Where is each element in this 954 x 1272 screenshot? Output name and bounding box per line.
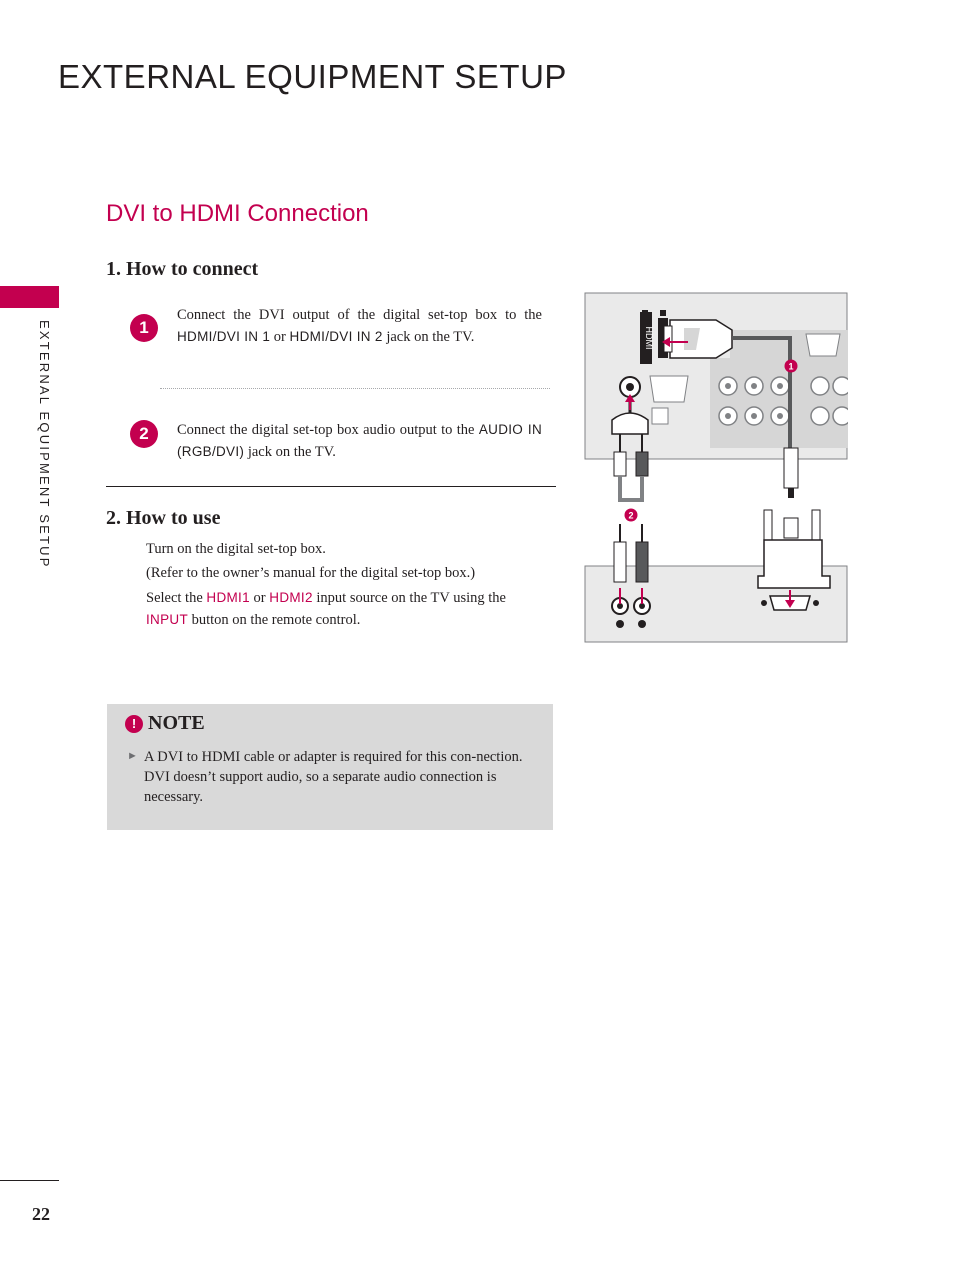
input-button-label: INPUT [146, 612, 188, 627]
audio-cable-loop [618, 476, 644, 502]
footer-rule [0, 1180, 59, 1181]
step-2-text-b: jack on the TV. [244, 444, 336, 460]
hdmi-plug [669, 319, 733, 359]
hdmi-plug-shade [684, 328, 700, 350]
step-1-text-a: Connect the DVI output of the digital se… [177, 307, 542, 323]
tv-square-port [651, 407, 669, 425]
hdmi-cable [732, 336, 792, 460]
callout-1-label: 1 [788, 362, 793, 372]
stb-dvi-screw-l [761, 600, 767, 606]
tv-rca-jack-centers [725, 383, 783, 419]
note-box [107, 704, 553, 830]
rca-white-plug [613, 451, 627, 477]
how-to-use-line-3-b: or [249, 590, 270, 606]
tv-hdmi-port-1 [640, 312, 652, 364]
how-to-use-line-2: (Refer to the owner’s manual for the dig… [146, 565, 476, 581]
dvi-cable-boot [783, 517, 799, 539]
stb-dot-l [616, 620, 624, 628]
step-1-text: Connect the DVI output of the digital se… [177, 305, 542, 348]
step-1-text-c: jack on the TV. [382, 329, 475, 345]
jack-hdmi-dvi-in-1: HDMI/DVI IN 1 [177, 329, 271, 344]
how-to-connect-heading: 1. How to connect [106, 258, 259, 280]
audio-cable-split [619, 434, 643, 452]
stb-rca-white-plug [613, 541, 627, 583]
tv-audio-in-jack-center [626, 383, 634, 391]
how-to-use-line-3-d: button on the remote control. [188, 612, 361, 628]
how-to-use-text: Turn on the digital set-top box. (Refer … [146, 539, 546, 631]
tv-rgb-port [805, 333, 841, 357]
hdmi-arrow-head [662, 337, 670, 347]
tv-av-block [710, 358, 848, 448]
how-to-use-line-3-a: Select the [146, 590, 207, 606]
step-2-text: Connect the digital set-top box audio ou… [177, 419, 542, 463]
section-title: DVI to HDMI Connection [106, 200, 369, 227]
callout-2-label: 2 [628, 511, 633, 521]
how-to-use-line-3-c: input source on the TV using the [312, 590, 506, 606]
note-text: A DVI to HDMI cable or adapter is requir… [144, 749, 523, 805]
hdmi-port-label: HDMI [644, 327, 654, 350]
audio-arrow-head [625, 394, 635, 402]
jack-hdmi-dvi-in-2: HDMI/DVI IN 2 [289, 329, 383, 344]
tv-hdmi-port-marker [660, 310, 666, 316]
note-title: NOTE [148, 712, 205, 734]
step-divider [160, 388, 550, 389]
tv-hdmi-port-2 [658, 318, 668, 358]
stb-dot-r [638, 620, 646, 628]
audio-splitter [611, 412, 649, 435]
step-2-text-a: Connect the digital set-top box audio ou… [177, 422, 479, 438]
how-to-use-heading: 2. How to use [106, 507, 221, 529]
jack-audio-in-rgb-dvi: AUDIO IN (RGB/DVI) [177, 422, 542, 459]
side-section-label: EXTERNAL EQUIPMENT SETUP [37, 320, 52, 569]
section-divider [106, 486, 556, 487]
page-number: 22 [32, 1204, 50, 1224]
stb-audio-jack-l-center [617, 603, 623, 609]
stb-audio-cable [619, 524, 643, 542]
stb-dvi-screw-r [813, 600, 819, 606]
dvi-thumbscrew-l [763, 509, 773, 541]
dvi-cable-connector [783, 447, 799, 489]
connection-diagram: HDMI 1 2 [584, 292, 848, 643]
page-title: EXTERNAL EQUIPMENT SETUP [58, 58, 567, 95]
source-hdmi1: HDMI1 [206, 590, 250, 605]
tv-rgb-port-2 [649, 375, 689, 403]
step-2-badge: 2 [130, 420, 158, 448]
dvi-cable-neck [788, 488, 794, 498]
exclamation-icon: ! [125, 715, 143, 733]
side-tab-marker [0, 286, 59, 308]
how-to-use-line-3: Select the HDMI1 or HDMI2 input source o… [146, 587, 546, 631]
callout-1-badge [784, 359, 798, 373]
callout-2-badge [624, 508, 638, 522]
step-1-badge: 1 [130, 314, 158, 342]
how-to-use-line-1: Turn on the digital set-top box. [146, 541, 326, 557]
dvi-thumbscrew-r [811, 509, 821, 541]
bullet-arrow-icon: ► [127, 750, 138, 762]
stb-audio-jack-r-center [639, 603, 645, 609]
stb-audio-arrows [619, 588, 643, 604]
source-hdmi2: HDMI2 [269, 590, 313, 605]
rca-red-plug [635, 451, 649, 477]
dvi-plug [757, 539, 831, 589]
stb-rca-red-plug [635, 541, 649, 583]
step-1-text-b: or [270, 329, 290, 345]
dvi-arrow-head [785, 600, 795, 608]
tv-hdmi-port-marker-2 [642, 310, 648, 316]
